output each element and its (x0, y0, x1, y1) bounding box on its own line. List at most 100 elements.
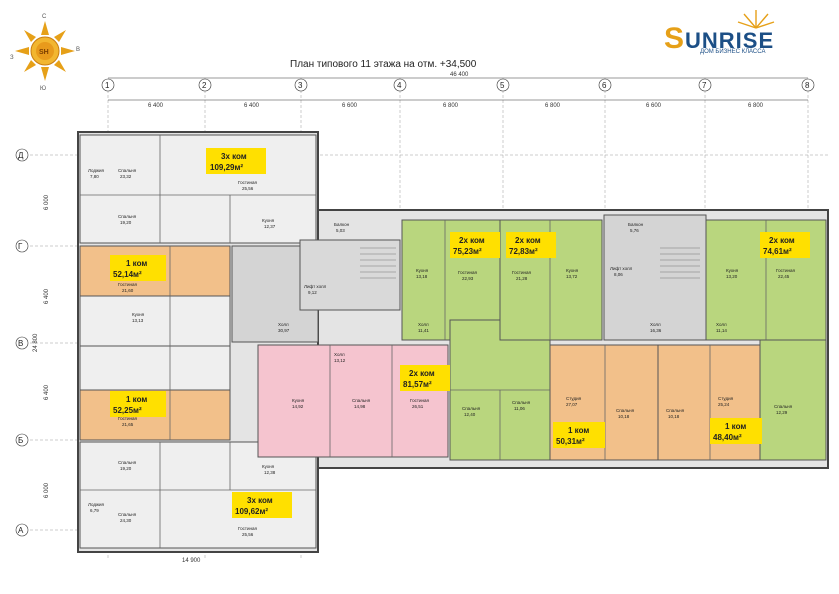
room-area: 21,60 (122, 288, 134, 293)
room-label: Гостиная (238, 180, 257, 185)
room-label: Лифт холл (610, 266, 633, 271)
room-label: Спальня (118, 512, 137, 517)
room-area: 11,06 (514, 406, 525, 411)
room-area: 22,45 (778, 274, 790, 279)
badge-apt-3k-109-62: 3х ком 109,62м² (232, 492, 292, 518)
room-area: 25,24 (718, 402, 730, 407)
badge-line2: 50,31м² (556, 437, 585, 446)
room-area: 22,93 (462, 276, 474, 281)
room-label: Холл (418, 322, 429, 327)
room-area: 11,41 (418, 328, 429, 333)
room-label: Гостиная (118, 282, 137, 287)
room-label: Спальня (616, 408, 635, 413)
badge-apt-3k-109-29: 3х ком 109,29м² (206, 148, 266, 174)
room-area: 12,40 (464, 412, 476, 417)
room-area: 16,36 (650, 328, 662, 333)
room-area: 12,38 (264, 470, 276, 475)
row-axes: Д Г В Б А (15, 148, 29, 537)
axis-row-a: А (18, 526, 24, 535)
axis-col-2: 2 (202, 81, 207, 90)
room-area: 23,32 (120, 174, 132, 179)
room-label: Холл (650, 322, 661, 327)
room-label: Балкон (334, 222, 350, 227)
room-label: Кухня (262, 464, 275, 469)
room-area: 9,12 (308, 290, 317, 295)
room-area: 11,14 (716, 328, 727, 333)
axis-col-1: 1 (105, 81, 110, 90)
brand-name: UNRISE (685, 28, 775, 53)
room-label: Студия (566, 396, 582, 401)
room-area: 19,20 (120, 220, 132, 225)
dim-top-3: 6 600 (342, 103, 358, 109)
room-area: 5,03 (336, 228, 345, 233)
sun-logo-icon: SH (15, 21, 75, 81)
room-area: 13,13 (132, 318, 144, 323)
dim-top-2: 6 400 (244, 103, 260, 109)
badge-apt-2k-74-61: 2х ком 74,61м² (760, 232, 810, 258)
axis-row-d: Д (18, 151, 24, 160)
sunrise-rays-icon (737, 10, 775, 29)
badge-line1: 1 ком (126, 395, 147, 404)
room-area: 24,30 (120, 518, 132, 523)
compass-north: С (42, 14, 47, 20)
room-area: 26,51 (412, 404, 424, 409)
room-label: Кухня (566, 268, 579, 273)
badge-line2: 109,29м² (210, 163, 243, 172)
room-area: 7,80 (90, 174, 99, 179)
badge-line2: 81,57м² (403, 380, 432, 389)
badge-line1: 2х ком (409, 369, 435, 378)
badge-line2: 52,14м² (113, 270, 142, 279)
brand-subtitle: ДОМ БИЗНЕС КЛАССА (700, 49, 766, 55)
axis-col-6: 6 (602, 81, 607, 90)
axis-row-v: В (18, 339, 23, 348)
dim-left-3: 6 400 (44, 384, 50, 400)
badge-line1: 3х ком (221, 152, 247, 161)
room-label: Спальня (118, 460, 137, 465)
room-label: Спальня (352, 398, 371, 403)
apartment-badges: 3х ком 109,29м² 1 ком 52,14м² 1 ком 52,2… (110, 148, 810, 518)
brand-initial: S (664, 22, 686, 55)
svg-text:SH: SH (39, 49, 49, 56)
axis-row-g: Г (18, 242, 23, 251)
room-area: 8,06 (614, 272, 623, 277)
room-area: 14,98 (354, 404, 366, 409)
room-label: Лифт холл (304, 284, 327, 289)
compass-east: В (76, 47, 81, 53)
room-area: 21,28 (516, 276, 528, 281)
badge-line2: 48,40м² (713, 433, 742, 442)
brand-logo: SUNRISE ДОМ БИЗНЕС КЛАССА (664, 10, 775, 56)
room-label: Спальня (462, 406, 481, 411)
badge-line2: 72,83м² (509, 247, 538, 256)
badge-apt-2k-72-83: 2х ком 72,83м² (506, 232, 556, 258)
page-title: План типового 11 этажа на отм. +34,500 (290, 59, 477, 70)
room-area: 10,18 (618, 414, 630, 419)
room-area: 14,92 (292, 404, 304, 409)
room-label: Кухня (726, 268, 739, 273)
room-area: 10,18 (668, 414, 680, 419)
badge-line1: 2х ком (515, 236, 541, 245)
room-label: Кухня (262, 218, 275, 223)
room-label: Лоджия (88, 168, 105, 173)
badge-apt-1k-48-40: 1 ком 48,40м² (710, 418, 762, 444)
room-labels: Спальня 23,32 Гостиная 25,56 Спальня 19,… (88, 168, 795, 537)
room-label: Гостиная (512, 270, 531, 275)
stair-icon (360, 247, 700, 279)
room-area: 13,18 (416, 274, 428, 279)
room-label: Холл (334, 352, 345, 357)
compass-west: З (10, 55, 14, 61)
room-label: Гостиная (410, 398, 429, 403)
dim-top-4: 6 800 (443, 103, 459, 109)
badge-line1: 1 ком (725, 422, 746, 431)
badge-line1: 2х ком (769, 236, 795, 245)
compass-south: Ю (40, 86, 47, 92)
dim-top-7: 6 800 (748, 103, 764, 109)
room-label: Спальня (774, 404, 793, 409)
badge-line2: 74,61м² (763, 247, 792, 256)
room-label: Спальня (512, 400, 531, 405)
badge-line2: 75,23м² (453, 247, 482, 256)
badge-line1: 1 ком (568, 426, 589, 435)
badge-apt-2k-75-23: 2х ком 75,23м² (450, 232, 500, 258)
dim-bottom: 14 900 (182, 558, 201, 564)
column-axes: 1 2 3 4 5 6 7 8 (101, 78, 815, 92)
